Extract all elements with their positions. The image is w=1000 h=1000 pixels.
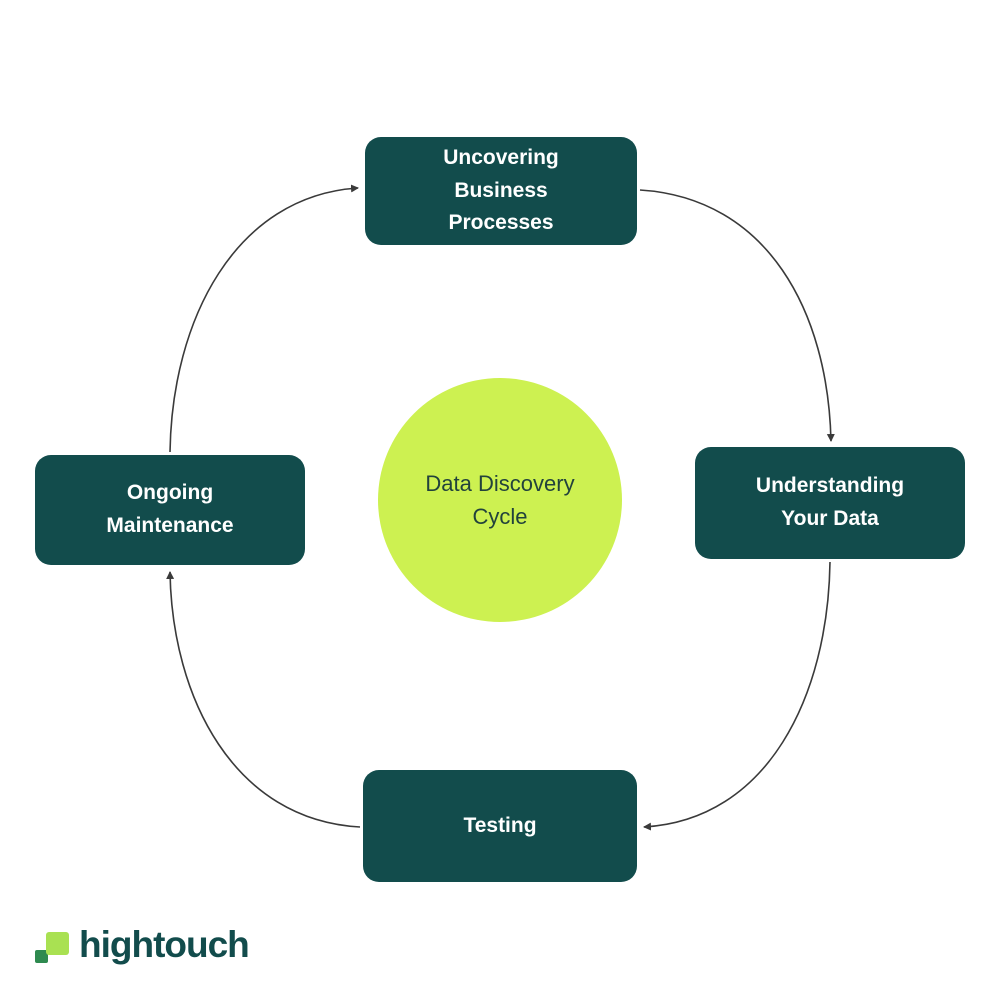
logo-square-light [46,931,69,955]
node-label: Understanding Your Data [755,474,905,530]
node-testing: Testing [363,770,637,882]
logo-square-dark [35,949,48,963]
node-label: Ongoing Maintenance [106,481,234,537]
node-label: Testing [463,813,537,837]
arrow-right-to-bottom [643,561,831,831]
hightouch-wordmark: hightouch [79,924,250,965]
center-label: Data Discovery Cycle [425,471,575,529]
node-uncovering-business-processes: Uncovering Business Processes [365,137,637,245]
arrow-bottom-to-left [166,571,361,828]
center-cycle-circle: Data Discovery Cycle [378,378,622,622]
hightouch-logo-icon [35,929,69,965]
node-understanding-your-data: Understanding Your Data [695,447,965,559]
hightouch-logo: hightouch [35,924,250,967]
arrow-top-to-right [639,189,835,442]
arrow-left-to-top [169,184,359,453]
node-ongoing-maintenance: Ongoing Maintenance [35,455,305,565]
node-label: Uncovering Business Processes [443,146,559,235]
